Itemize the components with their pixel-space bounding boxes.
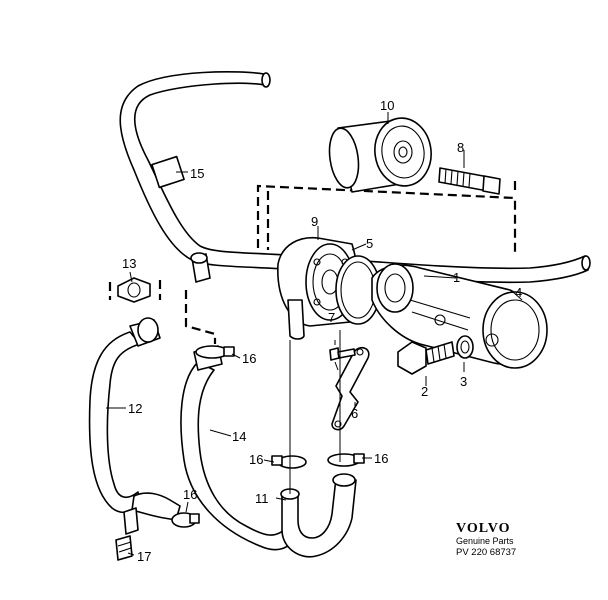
callout-17: 17 — [137, 549, 151, 564]
pipe-clip — [151, 155, 185, 189]
mounting-bracket — [331, 346, 370, 431]
callout-leaders — [106, 112, 523, 556]
callout-8: 8 — [457, 140, 464, 155]
callout-16: 16 — [249, 452, 263, 467]
callout-16: 16 — [374, 451, 388, 466]
hose-clamp — [195, 345, 235, 359]
callout-13: 13 — [122, 256, 136, 271]
branding-block: VOLVO Genuine Parts PV 220 68737 — [456, 521, 546, 558]
bracket-screw — [329, 347, 356, 361]
diagram-code: PV 220 68737 — [456, 547, 517, 558]
screw-leader — [334, 340, 339, 371]
pressure-sensor — [108, 277, 162, 303]
callout-11: 11 — [255, 491, 269, 506]
oil-filter — [328, 117, 432, 193]
hose-bottom — [280, 473, 357, 558]
genuine-parts-label: Genuine Parts — [456, 536, 514, 546]
callout-15: 15 — [190, 166, 204, 181]
callout-10: 10 — [380, 98, 394, 113]
callout-12: 12 — [128, 401, 142, 416]
callout-3: 3 — [460, 374, 467, 389]
sealing-washer — [456, 335, 474, 359]
upper-oil-pipe — [119, 70, 591, 284]
callout-16: 16 — [242, 351, 256, 366]
drain-nipple — [115, 507, 139, 561]
assembly-dashed-frame — [256, 180, 517, 252]
hose-clamp — [271, 455, 307, 469]
callout-9: 9 — [311, 214, 318, 229]
callout-5: 5 — [366, 236, 373, 251]
volvo-logo: VOLVO — [456, 521, 511, 536]
callout-6: 6 — [351, 406, 358, 421]
callout-4: 4 — [515, 285, 522, 300]
callout-7: 7 — [328, 310, 335, 325]
callout-1: 1 — [453, 270, 460, 285]
callout-14: 14 — [232, 429, 246, 444]
callout-2: 2 — [421, 384, 428, 399]
threaded-nipple — [438, 167, 501, 195]
alignment-lines — [289, 330, 341, 494]
hose-clamp — [327, 453, 365, 467]
adapter-housing — [371, 263, 548, 369]
hose-clamp — [171, 512, 200, 528]
hose-left — [88, 317, 181, 521]
pipe-stub — [184, 252, 217, 344]
callout-16: 16 — [183, 487, 197, 502]
banjo-bolt — [397, 341, 455, 375]
